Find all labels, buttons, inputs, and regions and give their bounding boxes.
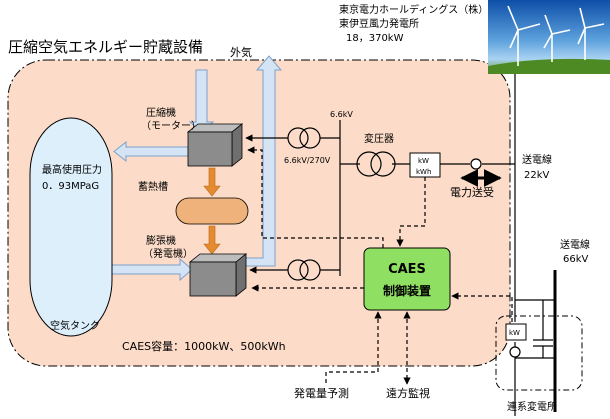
air-tank [29,117,113,337]
meter-box [409,152,441,178]
outside-air-label: 外気 [230,45,252,59]
capacity-note: CAES容量：1000kW、500kWh [122,339,286,353]
wind-farm-photo [488,0,610,74]
heat-storage-label: 蓄熱槽 [138,180,168,193]
compressor-label: 圧縮機 [146,106,176,119]
caes-controller [363,247,451,311]
compressor-sublabel: （モーター） [141,120,201,132]
transformer-compressor [287,127,321,149]
facility-title: 圧縮空気エネルギー貯蔵設備 [8,38,203,56]
heat-flow-arrows [203,167,221,255]
heat-storage-tank [175,197,249,225]
meter-kw: kW [418,157,429,165]
transformer-expander [287,259,321,281]
line-66kv-label: 送電線 [560,238,590,251]
air-pipes [107,55,283,282]
remote-label: 遠方監視 [386,386,430,400]
substation-capacitor [515,299,555,358]
compressor-box [186,123,244,167]
power-trade-label: 電力送受 [450,185,494,199]
windfarm-capacity: 18，370kW [346,33,404,44]
tank-pressure-label: 最高使用圧力 [42,163,102,176]
line-22kv-label: 送電線 [522,153,552,166]
line-66kv-voltage: 66kV [563,254,589,265]
switch-node [470,158,482,170]
windfarm-owner: 東京電力ホールディングス（株） [339,3,488,16]
tank-name: 空気タンク [50,319,100,332]
windfarm-name: 東伊豆風力発電所 [339,17,419,30]
tank-pressure-value: 0．93MPaG [42,181,99,192]
voltage-6-6kv: 6.6kV [330,110,353,119]
substation-boundary [495,315,583,391]
control-signals [247,146,513,385]
controller-title: CAES [388,262,426,277]
forecast-label: 発電量予測 [294,386,349,400]
transformer-label: 変圧器 [364,132,394,145]
substation-ct [509,346,521,358]
substation-name: 連系変電所 [507,400,557,413]
line-22kv-voltage: 22kV [524,170,550,181]
transformer-main [356,151,396,177]
transformer-ratio: 6.6kV/270V [284,156,331,165]
substation-meter [505,323,527,341]
expander-sublabel: （発電機） [143,247,193,260]
substation-meter-label: kW [509,329,520,337]
expander-label: 膨張機 [146,234,176,247]
expander-box [188,253,248,297]
controller-subtitle: 制御装置 [383,283,431,298]
meter-kwh: kWh [416,168,431,176]
